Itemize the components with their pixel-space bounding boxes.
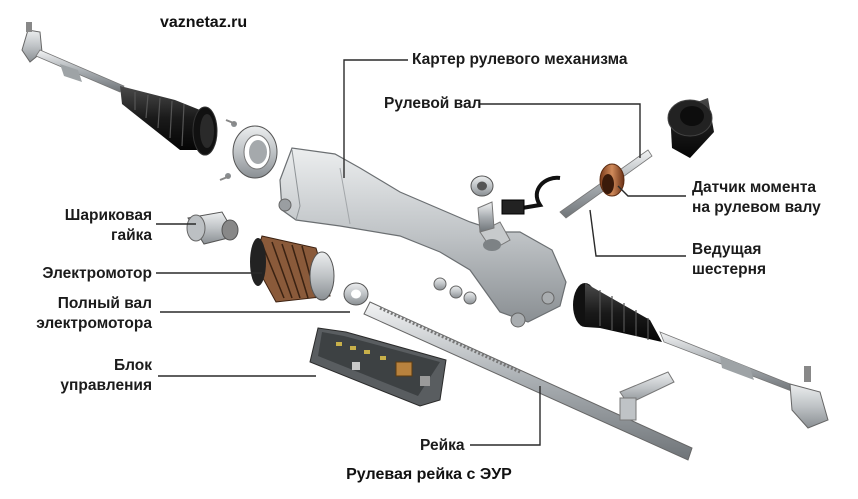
ball-nut: [186, 211, 239, 245]
control-unit: [309, 327, 447, 407]
leader-lines: [156, 59, 686, 446]
steering-shaft: [501, 149, 653, 219]
right-tie-rod: [659, 331, 829, 429]
right-boot: [573, 283, 662, 342]
rack-bar: [363, 301, 693, 461]
label-housing: Картер рулевого механизма: [412, 51, 628, 68]
label-rack: Рейка: [420, 437, 465, 454]
electric-motor: [250, 235, 335, 303]
diagram-caption: Рулевая рейка с ЭУР: [346, 466, 512, 483]
bearing-ring: [219, 119, 278, 181]
site-watermark: vaznetaz.ru: [160, 14, 248, 31]
pinion-bearing: [470, 175, 495, 233]
label-motor: Электромотор: [42, 265, 152, 282]
upper-dust-boot: [667, 98, 714, 158]
left-boot: [120, 86, 218, 156]
left-tie-rod: [21, 22, 125, 93]
motor-shaft-parts: [343, 277, 477, 306]
label-steering-shaft: Рулевой вал: [384, 95, 482, 112]
